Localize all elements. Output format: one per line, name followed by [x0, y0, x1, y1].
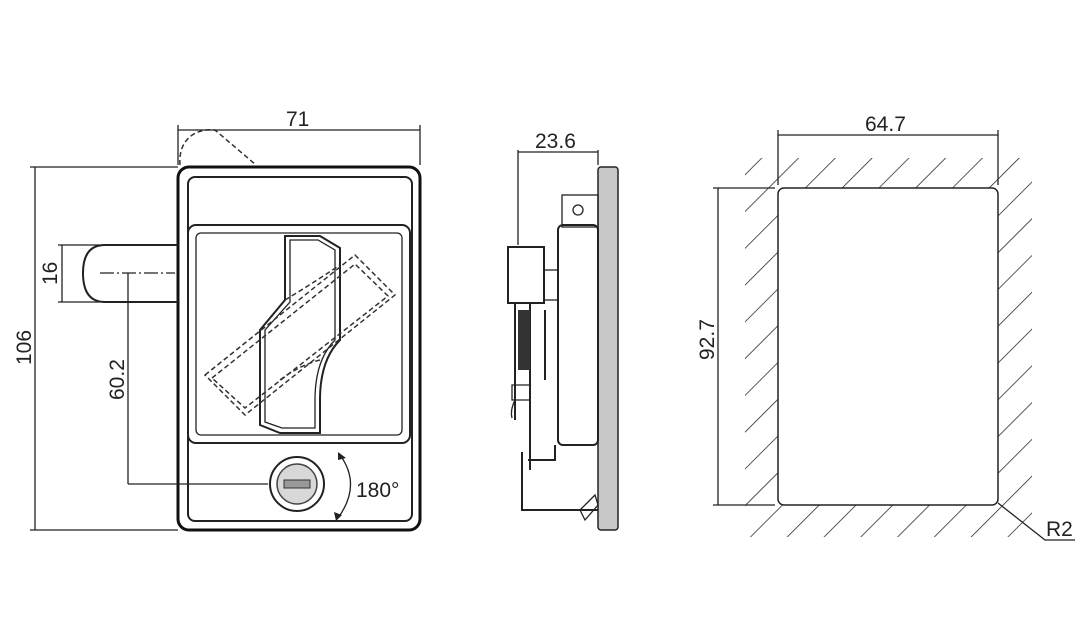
key-lock	[269, 456, 325, 512]
rotation-arrow	[337, 454, 352, 519]
offset-dimension: 60.2	[106, 359, 129, 400]
width-dimension: 71	[286, 108, 309, 131]
handle-rotated-outline	[203, 253, 397, 417]
handle	[259, 235, 341, 434]
cutout-width-dimension: 64.7	[865, 113, 906, 136]
outer-frame	[176, 165, 422, 532]
rotation-label: 180°	[356, 479, 399, 502]
handle-swing-outline	[179, 129, 257, 166]
radius-leader	[997, 502, 1075, 541]
cutout-rectangle	[777, 187, 999, 506]
bolt-side	[507, 246, 545, 304]
bolt-dimension: 16	[39, 262, 62, 285]
handle-recess	[187, 224, 411, 444]
radius-label: R2	[1046, 518, 1073, 541]
cutout-height-dimension: 92.7	[696, 319, 719, 360]
depth-dimension: 23.6	[535, 130, 576, 153]
cutout-view: 64.7 92.7 R2	[696, 113, 1075, 541]
side-view: 23.6	[507, 130, 619, 531]
front-panel	[597, 166, 619, 531]
hatching	[745, 158, 1032, 537]
front-view: 180° 71 106 16 60.2	[13, 108, 422, 532]
housing	[557, 224, 599, 446]
height-dimension: 106	[13, 330, 36, 365]
bolt	[81, 244, 178, 303]
